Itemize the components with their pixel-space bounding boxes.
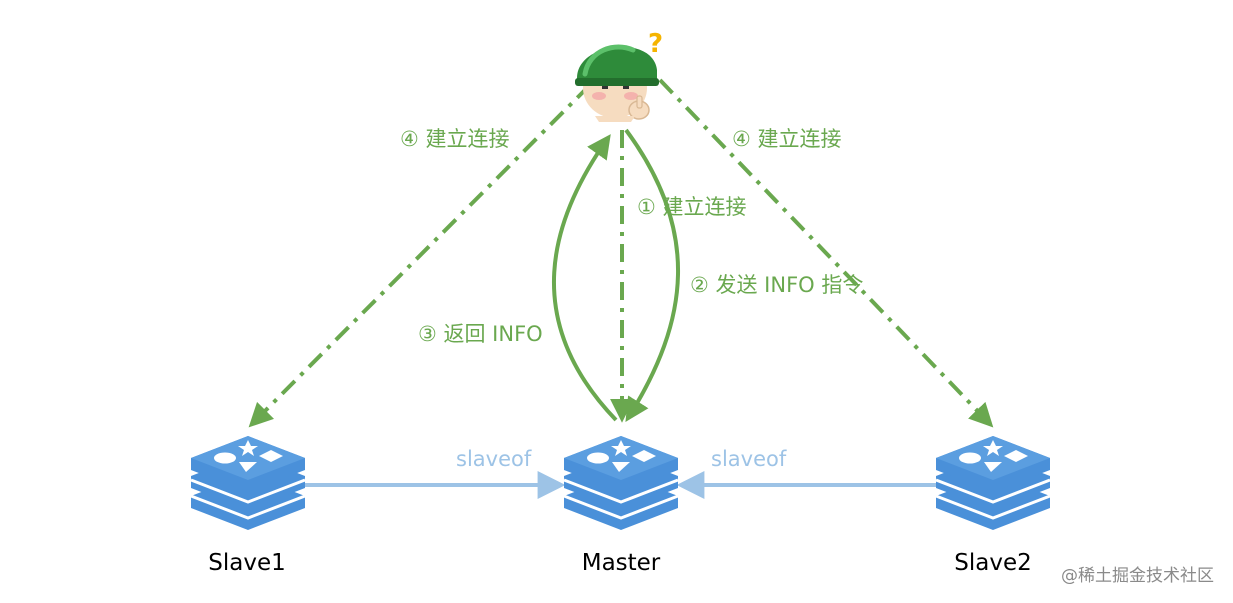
edge-label-send-info: ② 发送 INFO 指令 <box>690 273 863 297</box>
redis-server-icon <box>189 434 307 532</box>
edge-label-slaveof-left: slaveof <box>456 447 532 471</box>
node-label-slave2: Slave2 <box>954 550 1031 576</box>
redis-server-icon <box>562 434 680 532</box>
edge-label-slaveof-right: slaveof <box>711 447 787 471</box>
edge-sentinel-slave2 <box>658 78 994 428</box>
node-label-master: Master <box>582 550 661 576</box>
redis-server-icon <box>934 434 1052 532</box>
edge-label-master-connect: ① 建立连接 <box>637 195 747 219</box>
watermark: @稀土掘金技术社区 <box>1061 566 1214 586</box>
edge-return-info <box>551 134 618 422</box>
edge-label-return-info: ③ 返回 INFO <box>418 322 543 346</box>
edge-label-left-connect: ④ 建立连接 <box>400 127 510 151</box>
edge-sentinel-slave1 <box>248 83 592 428</box>
node-label-slave1: Slave1 <box>208 550 285 576</box>
edge-send-info <box>624 128 681 423</box>
edge-label-right-connect: ④ 建立连接 <box>732 127 842 151</box>
sentinel-avatar-icon <box>575 44 659 122</box>
question-mark-icon: ? <box>648 29 663 59</box>
